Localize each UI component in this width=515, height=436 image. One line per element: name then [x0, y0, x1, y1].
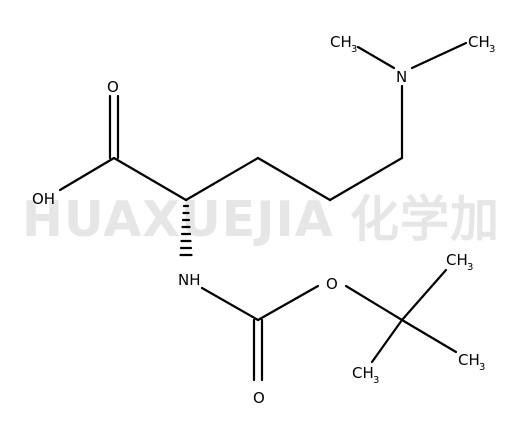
bond-n-methyl-right [410, 41, 468, 70]
methyl-tbu-bottom: CH 3 [352, 364, 379, 386]
methyl-tbu-bottom-base: CH [352, 364, 374, 382]
bond-cb-cg [256, 156, 332, 202]
atom-carbonyl-o: O [107, 78, 119, 96]
bond-nh-c [200, 286, 260, 322]
methyl-n-right: CH 3 [468, 33, 495, 55]
bond-c-oh [58, 156, 116, 192]
bond-cq-methyl-right [400, 318, 458, 354]
methyl-n-left-base: CH [330, 33, 352, 51]
methyl-n-right-sub: 3 [489, 44, 495, 55]
methyl-tbu-bottom-sub: 3 [373, 375, 379, 386]
methyl-tbu-top-base: CH [446, 251, 468, 269]
methyl-n-left: CH 3 [330, 33, 357, 55]
atom-ester-o: O [326, 275, 338, 293]
bond-cq-methyl-top [400, 268, 448, 322]
bond-group [58, 41, 468, 382]
bond-c-calpha [112, 156, 188, 202]
watermark-latin: HUAXUEJIA [22, 191, 334, 248]
methyl-n-left-sub: 3 [351, 44, 357, 55]
stereo-hash-bond [179, 204, 193, 257]
atom-carbamate-o: O [253, 389, 265, 407]
bond-c-oester [256, 284, 320, 322]
atom-hydroxyl: OH [32, 190, 55, 208]
methyl-tbu-right-sub: 3 [479, 362, 485, 373]
atom-amine-nh: NH [178, 271, 201, 289]
methyl-n-right-base: CH [468, 33, 490, 51]
bond-oester-cq [344, 284, 404, 322]
bond-cg-cd [328, 156, 404, 202]
methyl-tbu-right: CH 3 [458, 351, 485, 373]
methyl-tbu-top: CH 3 [446, 251, 473, 273]
atom-dimethylamino-n: N [396, 68, 407, 86]
bond-calpha-cb [184, 156, 260, 202]
methyl-tbu-right-base: CH [458, 351, 480, 369]
bond-cq-methyl-bottom [370, 318, 404, 364]
bond-n-methyl-left [356, 45, 396, 70]
watermark-cjk: 化学加 [350, 191, 500, 248]
methyl-tbu-top-sub: 3 [467, 262, 473, 273]
